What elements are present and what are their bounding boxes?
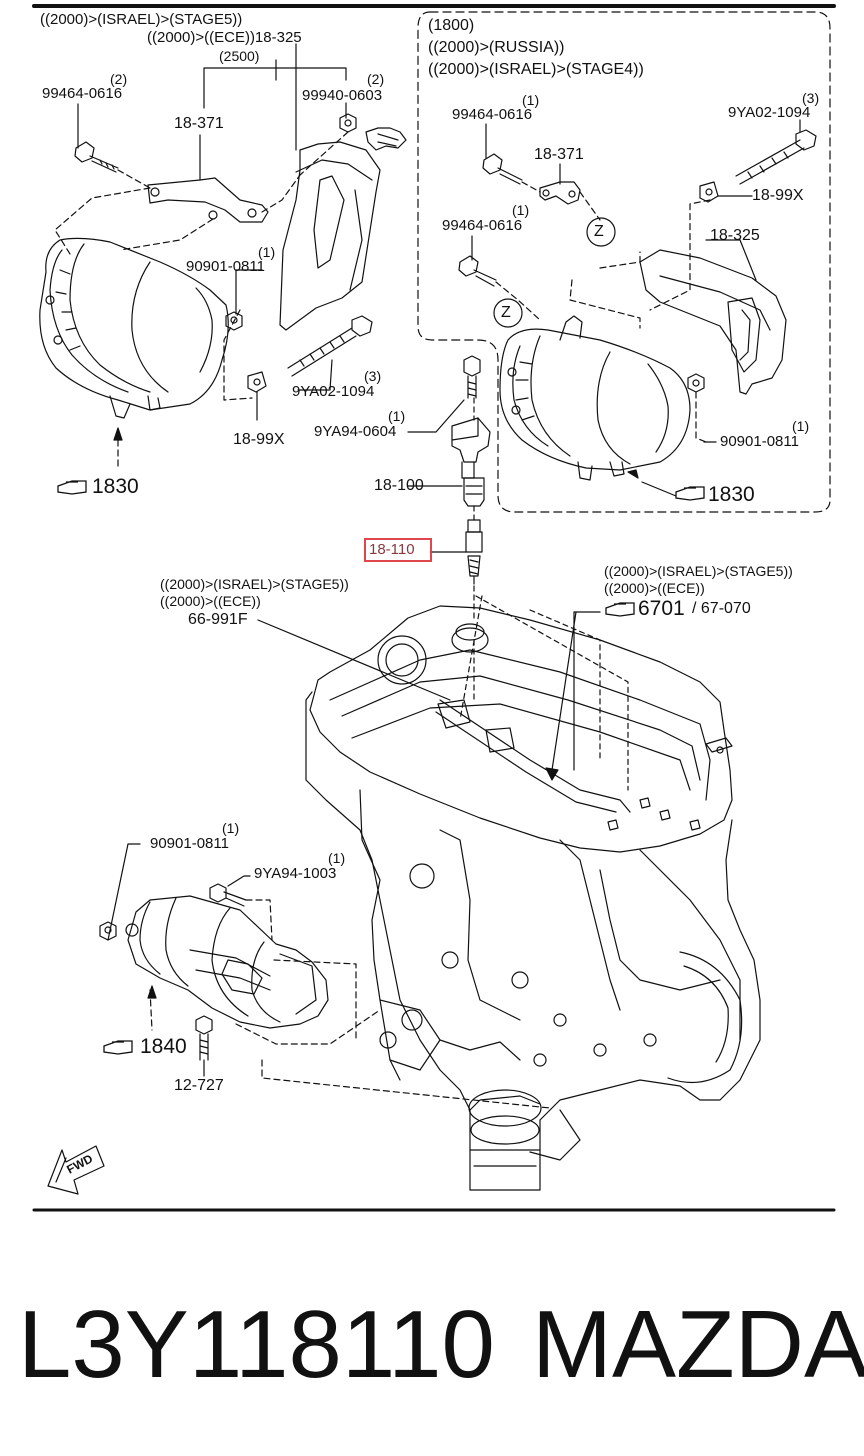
part-66-991f[interactable]: 66-991F: [188, 611, 248, 628]
israel-stage5-mid-right-label: ((2000)>(ISRAEL)>(STAGE5)): [604, 563, 793, 579]
pointing-hand-icons: [57, 480, 705, 1055]
part-90901-0811-right[interactable]: 90901-0811: [720, 433, 799, 450]
ece-18-325-label: ((2000)>((ECE))18-325: [147, 29, 302, 46]
leader-lines: [77, 43, 801, 771]
right-alternator: [458, 129, 817, 497]
part-99464-0616-right-top[interactable]: 99464-0616: [452, 106, 533, 123]
qty-2500-label: (2500): [219, 48, 260, 64]
z-marker-b: Z: [501, 304, 511, 321]
part-9ya94-0604[interactable]: 9YA94-0604: [314, 423, 397, 440]
part-18-99x-left[interactable]: 18-99X: [233, 431, 285, 448]
engine-block: [305, 595, 761, 1191]
part-9ya02-1094-left[interactable]: 9YA02-1094: [292, 383, 375, 400]
qty-1-d-label: (1): [792, 418, 810, 434]
fwd-arrow: [47, 1145, 105, 1195]
part-9ya02-1094-right[interactable]: 9YA02-1094: [728, 104, 811, 121]
ece-mid-right-label: ((2000)>((ECE)): [604, 580, 705, 596]
ref-hand-1830-left: [54, 478, 86, 496]
hand-icon-1830b: [675, 486, 705, 501]
hand-icon-6701: [605, 602, 635, 617]
qty-1-a-label: (1): [258, 244, 276, 260]
israel-stage4-label: ((2000)>(ISRAEL)>(STAGE4)): [428, 61, 644, 78]
part-9ya94-1003[interactable]: 9YA94-1003: [254, 865, 337, 882]
z-marker-a: Z: [594, 223, 604, 240]
ref-1830-right[interactable]: 1830: [708, 483, 755, 506]
qty-1-f-label: (1): [222, 820, 240, 836]
part-18-371-left[interactable]: 18-371: [174, 115, 224, 132]
part-12-727[interactable]: 12-727: [174, 1077, 224, 1094]
part-99464-0616-left[interactable]: 99464-0616: [42, 85, 123, 102]
group-1800-label: (1800): [428, 17, 475, 34]
part-99940-0603[interactable]: 99940-0603: [302, 87, 383, 104]
coil-plug-stack: [451, 355, 491, 701]
part-90901-0811-left[interactable]: 90901-0811: [186, 258, 265, 275]
ref-hand-1840: [102, 1038, 134, 1056]
part-number-title: L3Y118110: [18, 1291, 495, 1398]
ref-1840[interactable]: 1840: [140, 1035, 187, 1058]
qty-2-b-label: (2): [367, 71, 385, 87]
part-90901-0811-starter[interactable]: 90901-0811: [150, 835, 229, 852]
ref-hand-1830-right: [672, 484, 704, 502]
part-99464-0616-right-lower[interactable]: 99464-0616: [442, 217, 523, 234]
ref-67-070[interactable]: / 67-070: [692, 600, 751, 617]
israel-stage5-mid-left-label: ((2000)>(ISRAEL)>(STAGE5)): [160, 576, 349, 592]
brand-title: MAZDA: [532, 1291, 864, 1398]
ref-6701[interactable]: 6701: [638, 597, 685, 620]
part-18-100[interactable]: 18-100: [374, 477, 424, 494]
part-18-99x-right[interactable]: 18-99X: [752, 187, 804, 204]
starter-motor: [99, 843, 551, 1109]
qty-1-c-label: (1): [512, 202, 530, 218]
russia-label: ((2000)>(RUSSIA)): [428, 39, 565, 56]
part-18-110-highlighted[interactable]: 18-110: [364, 538, 432, 562]
israel-stage5-top-label: ((2000)>(ISRAEL)>(STAGE5)): [40, 11, 243, 28]
ref-hand-6701: [604, 600, 636, 618]
hand-icon-1830a: [57, 480, 87, 495]
qty-3-b-label: (3): [802, 90, 820, 106]
qty-3-a-label: (3): [364, 368, 382, 384]
ref-1830-left[interactable]: 1830: [92, 475, 139, 498]
qty-1-g-label: (1): [328, 850, 346, 866]
qty-2-a-label: (2): [110, 71, 128, 87]
left-alternator: [39, 113, 407, 469]
qty-1-b-label: (1): [522, 92, 540, 108]
part-18-371-right[interactable]: 18-371: [534, 146, 584, 163]
qty-1-e-label: (1): [388, 408, 406, 424]
part-18-325-right[interactable]: 18-325: [710, 227, 760, 244]
hand-icon-1840: [103, 1040, 133, 1055]
ece-mid-left-label: ((2000)>((ECE)): [160, 593, 261, 609]
